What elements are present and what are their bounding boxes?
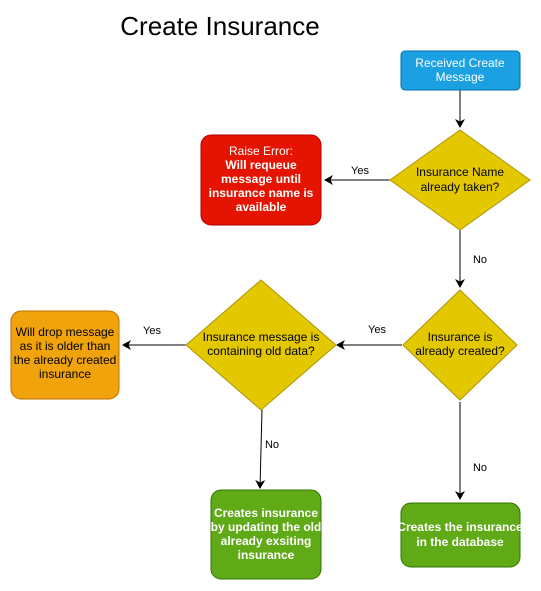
edge-label-name-taken-no: No: [473, 254, 487, 266]
drop-message-label-line-2: as it is older than: [20, 339, 111, 353]
start-box: [401, 51, 520, 90]
edge-label-old-data-no: No: [265, 439, 279, 451]
update-old-label-line-3: already exsiting: [221, 534, 312, 548]
drop-message-box-border: [10, 310, 120, 400]
edge-label-already-created-no: No: [473, 462, 487, 474]
node-raise-error: Raise Error: Will requeue message until …: [200, 134, 322, 226]
create-db-label-line-1: Creates the insurance: [397, 520, 523, 534]
raise-error-label-line-5: available: [236, 200, 287, 214]
name-taken-label-line-1: Insurance Name: [416, 165, 504, 179]
drop-message-box: [11, 311, 119, 399]
raise-error-label-line-3: message until: [221, 172, 301, 186]
name-taken-label-line-2: already taken?: [421, 180, 500, 194]
decision-name-taken: Insurance Name already taken?: [389, 129, 531, 231]
raise-error-box: [201, 135, 321, 225]
drop-message-label-line-1: Will drop message: [16, 325, 115, 339]
raise-error-label-line-4: insurance name is: [209, 186, 314, 200]
update-old-box: [211, 490, 321, 579]
edge-label-old-data-yes: Yes: [143, 325, 161, 337]
edge-label-name-taken-yes: Yes: [351, 165, 369, 177]
raise-error-box-border: [200, 134, 322, 226]
raise-error-label-line-1: Raise Error:: [229, 144, 293, 158]
node-start: Received Create Message: [400, 50, 521, 91]
create-db-box-border: [400, 502, 521, 568]
already-created-diamond-border: [402, 289, 518, 401]
drop-message-label-line-3: the already created: [14, 353, 117, 367]
raise-error-label-line-2: Will requeue: [225, 158, 297, 172]
update-old-label-line-4: insurance: [238, 548, 295, 562]
edges: Yes No Yes No Yes No: [122, 90, 487, 500]
name-taken-diamond-border: [389, 129, 531, 231]
diagram-title: Create Insurance: [120, 11, 319, 41]
update-old-label-line-1: Creates insurance: [214, 506, 318, 520]
already-created-label-line-1: Insurance is: [428, 330, 493, 344]
edge-label-already-created-yes: Yes: [368, 324, 386, 336]
update-old-label-line-2: by updating the old: [211, 520, 322, 534]
create-db-box: [401, 503, 520, 567]
decision-already-created: Insurance is already created?: [402, 289, 518, 401]
drop-message-label-line-4: insurance: [39, 367, 91, 381]
decision-old-data: Insurance message is containing old data…: [185, 279, 337, 411]
already-created-label-line-2: already created?: [415, 344, 505, 358]
old-data-label-line-2: containing old data?: [207, 344, 315, 358]
node-update-old: Creates insurance by updating the old al…: [210, 489, 322, 580]
start-label-line-2: Message: [436, 70, 485, 84]
start-label-line-1: Received Create: [415, 56, 505, 70]
update-old-box-border: [210, 489, 322, 580]
edge-old-data-no: [255, 409, 266, 489]
node-drop-message: Will drop message as it is older than th…: [10, 310, 120, 400]
create-db-label-line-2: in the database: [416, 535, 504, 549]
old-data-label-line-1: Insurance message is: [203, 330, 320, 344]
old-data-diamond-border: [185, 279, 337, 411]
node-create-db: Creates the insurance in the database: [397, 502, 523, 568]
start-box-border: [400, 50, 521, 91]
